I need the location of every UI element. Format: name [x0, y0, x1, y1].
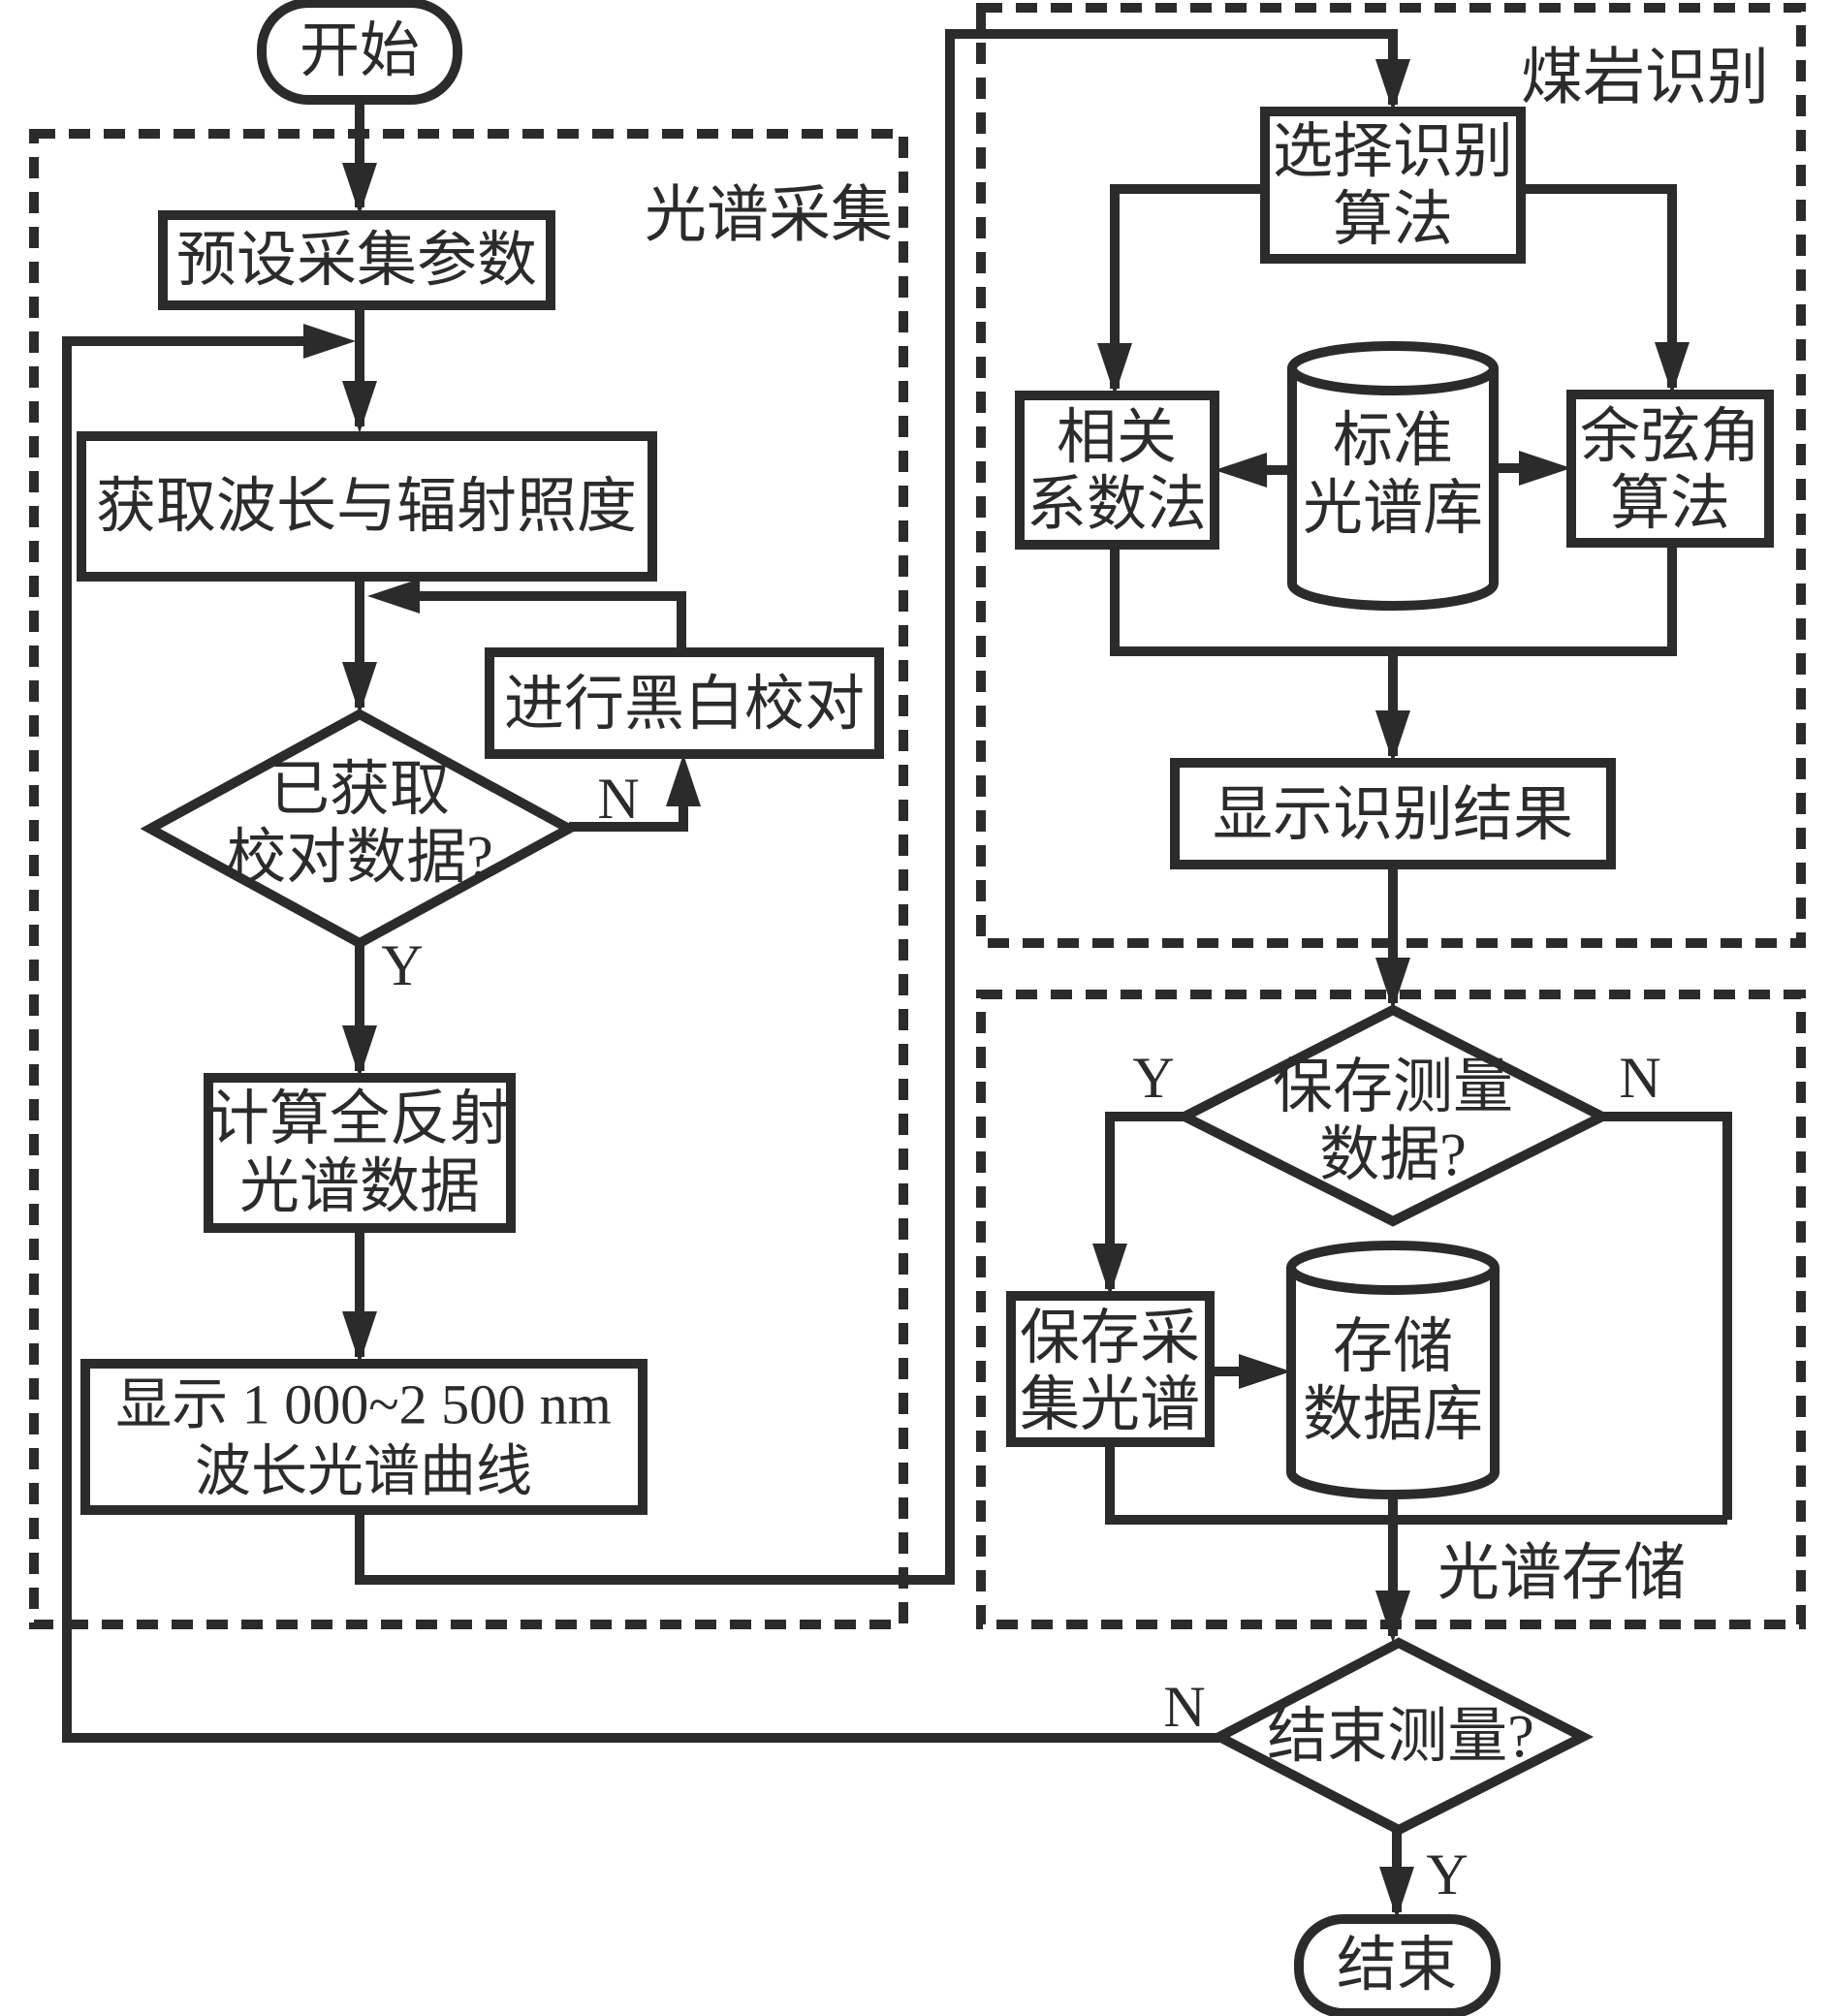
svg-text:标准: 标准	[1333, 408, 1453, 474]
svg-text:保存采: 保存采	[1020, 1306, 1200, 1371]
node-correlation-method: 相关 系数法	[1015, 391, 1219, 550]
label-save-yes: Y	[1132, 1046, 1174, 1110]
svg-text:存储: 存储	[1333, 1314, 1453, 1380]
svg-text:数据?: 数据?	[1319, 1122, 1467, 1188]
svg-text:算法: 算法	[1333, 187, 1453, 253]
edge-calib-check-yes	[342, 943, 377, 1078]
svg-text:结束: 结束	[1337, 1933, 1457, 1999]
node-cosine-angle-method: 余弦角 算法	[1566, 390, 1774, 548]
edge-save-check-no	[1602, 1112, 1732, 1520]
node-end: 结束	[1294, 1914, 1500, 2016]
label-spectral-storage: 光谱存储	[1437, 1539, 1686, 1608]
edge-start-to-preset	[342, 100, 377, 215]
node-show-result: 显示识别结果	[1170, 758, 1616, 869]
label-calib-no: N	[597, 767, 639, 831]
edge-algos-to-result	[1110, 543, 1677, 763]
edge-stdlib-to-cosine	[1494, 451, 1571, 486]
edge-acquire-to-calib-check	[342, 577, 377, 714]
svg-text:光谱数据: 光谱数据	[239, 1154, 480, 1220]
edge-end-check-yes	[1379, 1830, 1414, 1919]
edge-save-to-store	[1210, 1354, 1291, 1389]
svg-text:余弦角: 余弦角	[1580, 404, 1760, 470]
svg-text:已获取: 已获取	[269, 757, 450, 823]
svg-text:显示识别结果: 显示识别结果	[1213, 782, 1573, 848]
svg-text:选择识别: 选择识别	[1273, 119, 1513, 185]
node-save-check-diamond: 保存测量 数据?	[1173, 1004, 1614, 1227]
label-coal-rock-recognition: 煤岩识别	[1521, 44, 1769, 112]
node-standard-spectral-library: 标准 光谱库	[1287, 341, 1499, 611]
edge-store-to-end-check	[1375, 1495, 1410, 1643]
edge-save-bottom-join	[1105, 1442, 1727, 1525]
node-acquire-wavelength: 获取波长与辐射照度	[77, 431, 657, 582]
svg-text:相关: 相关	[1057, 405, 1177, 471]
label-end-yes: Y	[1426, 1843, 1468, 1906]
node-start: 开始	[257, 0, 462, 105]
edge-preset-to-acquire	[342, 305, 377, 433]
edge-result-to-save-check	[1375, 865, 1410, 1010]
edge-stdlib-to-corr	[1215, 453, 1292, 488]
node-storage-database: 存储 数据库	[1286, 1241, 1500, 1499]
svg-text:预设采集参数: 预设采集参数	[176, 228, 537, 294]
svg-text:系数法: 系数法	[1027, 472, 1207, 538]
label-end-no: N	[1163, 1675, 1205, 1739]
node-calc-reflectance: 计算全反射 光谱数据	[204, 1073, 516, 1233]
label-spectral-collection: 光谱采集	[645, 181, 893, 250]
node-preset-params: 预设采集参数	[158, 210, 555, 310]
svg-text:光谱库: 光谱库	[1303, 476, 1483, 542]
edge-select-to-cosine	[1521, 184, 1690, 394]
label-calib-yes: Y	[381, 933, 423, 997]
svg-text:进行黑白校对: 进行黑白校对	[504, 672, 865, 738]
group-spectral-collection	[29, 129, 908, 1629]
svg-text:开始: 开始	[300, 18, 420, 84]
node-select-algorithm: 选择识别 算法	[1260, 107, 1526, 264]
svg-text:数据库: 数据库	[1303, 1382, 1483, 1448]
edge-loop-return	[62, 324, 1219, 1743]
edge-select-to-corr	[1097, 184, 1265, 395]
svg-text:显示 1 000~2 500 nm: 显示 1 000~2 500 nm	[115, 1373, 612, 1436]
svg-text:结束测量?: 结束测量?	[1267, 1704, 1534, 1770]
edge-calibrate-merge	[367, 579, 686, 652]
edge-save-check-yes	[1092, 1112, 1184, 1296]
svg-text:计算全反射: 计算全反射	[209, 1087, 510, 1152]
svg-text:波长光谱曲线: 波长光谱曲线	[195, 1440, 532, 1503]
node-black-white-calibration: 进行黑白校对	[485, 647, 884, 759]
node-end-check-diamond: 结束测量?	[1209, 1637, 1595, 1836]
node-save-spectrum: 保存采 集光谱	[1006, 1291, 1215, 1447]
node-calib-check-diamond: 已获取 校对数据?	[140, 709, 580, 949]
edge-calc-to-display	[342, 1228, 377, 1364]
node-display-curve: 显示 1 000~2 500 nm 波长光谱曲线	[80, 1359, 648, 1515]
edge-display-to-select	[355, 29, 1410, 1585]
svg-text:保存测量: 保存测量	[1273, 1055, 1513, 1120]
svg-text:获取波长与辐射照度: 获取波长与辐射照度	[96, 474, 637, 540]
svg-text:集光谱: 集光谱	[1020, 1372, 1200, 1438]
edge-calib-check-no	[569, 754, 701, 832]
svg-text:校对数据?: 校对数据?	[226, 825, 493, 891]
svg-text:算法: 算法	[1610, 471, 1730, 537]
label-save-no: N	[1619, 1046, 1660, 1110]
